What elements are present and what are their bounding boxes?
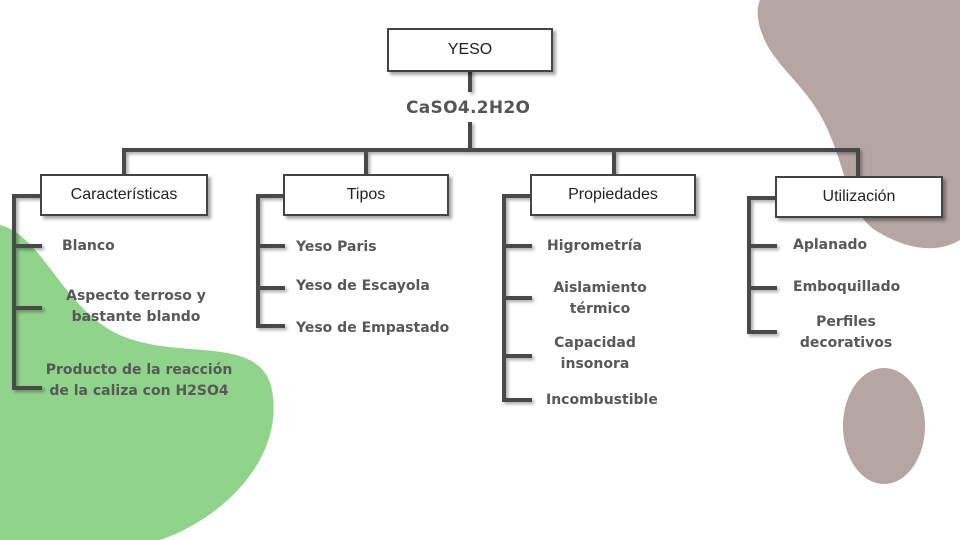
tree-utilizacion — [747, 196, 777, 334]
category-label-caracteristicas: Características — [70, 186, 178, 203]
item-aislamiento-termico: Aislamiento térmico — [553, 280, 647, 317]
taupe-blob-bottom-right — [843, 368, 925, 484]
category-label-tipos: Tipos — [346, 186, 386, 203]
item-emboquillado: Emboquillado — [793, 279, 901, 295]
tree-tipos — [256, 194, 285, 328]
category-label-utilizacion: Utilización — [822, 188, 896, 205]
category-utilizacion: Utilización — [775, 176, 943, 218]
item-capacidad-insonora: Capacidad insonora — [554, 335, 636, 372]
root-node-yeso: YESO — [387, 28, 553, 72]
item-aplanado: Aplanado — [793, 237, 868, 253]
item-aspecto-terroso: Aspecto terroso y bastante blando — [66, 288, 206, 325]
category-tipos: Tipos — [283, 174, 449, 216]
tree-caracteristicas — [12, 194, 42, 390]
item-yeso-escayola: Yeso de Escayola — [296, 278, 430, 294]
item-yeso-empastado: Yeso de Empastado — [296, 320, 450, 336]
item-yeso-paris: Yeso Paris — [296, 239, 377, 255]
item-incombustible: Incombustible — [546, 392, 658, 408]
item-perfiles-decorativos: Perfiles decorativos — [799, 314, 893, 351]
item-blanco: Blanco — [62, 238, 115, 254]
category-propiedades: Propiedades — [530, 174, 696, 216]
green-blob — [0, 225, 274, 540]
item-higrometria: Higrometría — [547, 238, 642, 254]
category-caracteristicas: Características — [40, 174, 208, 216]
item-producto-reaccion: Producto de la reacción de la caliza con… — [45, 362, 233, 399]
category-label-propiedades: Propiedades — [568, 186, 658, 203]
chemical-formula: CaSO4.2H2O — [406, 98, 531, 118]
root-node-label: YESO — [447, 41, 493, 58]
